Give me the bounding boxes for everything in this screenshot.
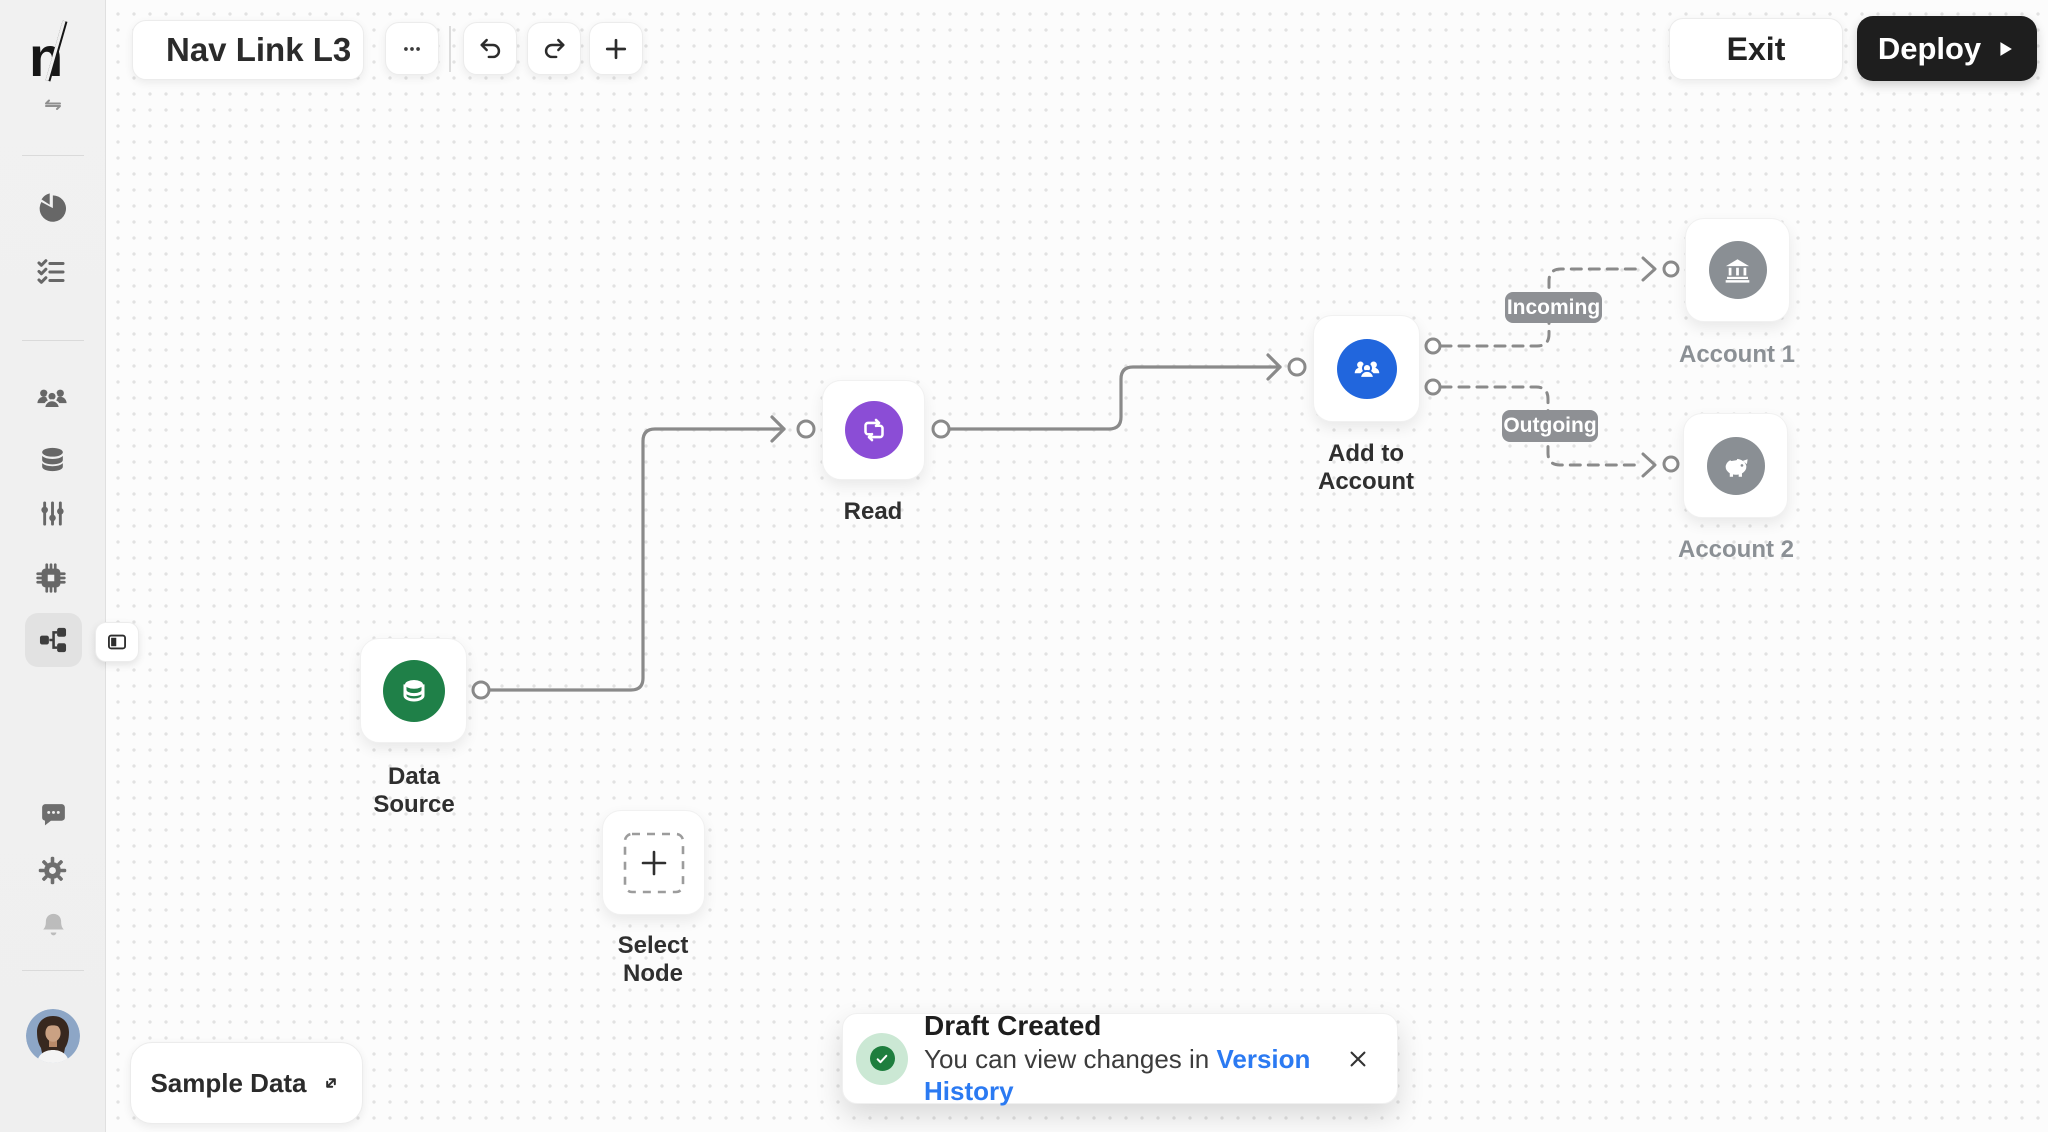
ellipsis-icon (404, 46, 420, 51)
gear-icon[interactable] (36, 854, 69, 887)
panel-layout-icon (108, 634, 126, 650)
redo-button[interactable] (527, 22, 581, 75)
node-read[interactable] (822, 380, 925, 480)
more-options-button[interactable] (385, 22, 439, 75)
users-icon[interactable] (33, 379, 71, 417)
flow-title: Nav Link L3 (166, 31, 352, 68)
flow-canvas[interactable] (106, 0, 2048, 1132)
bank-icon (1708, 241, 1767, 299)
redo-icon (544, 38, 565, 59)
node-label-account-2: Account 2 (1677, 536, 1795, 563)
sidebar-item-workflow-active[interactable] (25, 613, 82, 667)
sample-data-label: Sample Data (150, 1067, 307, 1098)
node-data-source[interactable] (360, 638, 467, 743)
node-add-to-account[interactable] (1313, 315, 1420, 422)
nav-link-title-button[interactable]: Nav Link L3 (132, 20, 364, 80)
edge-label-outgoing[interactable]: Outgoing (1502, 410, 1598, 442)
add-node-button[interactable] (589, 22, 643, 75)
chat-icon[interactable] (38, 799, 69, 830)
sidebar-divider (22, 970, 84, 971)
piggy-bank-icon (1706, 436, 1765, 495)
avatar-photo (26, 1009, 80, 1063)
success-icon (856, 1032, 908, 1085)
user-group-icon (1336, 338, 1397, 399)
user-avatar[interactable] (26, 1009, 80, 1063)
swap-squares-icon (844, 401, 903, 459)
toast-message: You can view changes in Version History (924, 1043, 1311, 1107)
sidebar-divider (22, 340, 84, 341)
undo-button[interactable] (463, 22, 517, 75)
panel-toggle-button[interactable] (95, 622, 139, 662)
node-account-1[interactable] (1685, 218, 1790, 322)
bell-icon[interactable] (38, 910, 69, 941)
chip-icon[interactable] (34, 561, 68, 595)
undo-icon (479, 38, 500, 59)
version-history-link[interactable]: Version History (924, 1043, 1311, 1107)
toast-title: Draft Created (924, 1010, 1102, 1042)
database-icon (382, 659, 445, 722)
node-account-2[interactable] (1683, 413, 1788, 518)
close-icon (1350, 1051, 1366, 1066)
pie-chart-icon[interactable] (35, 192, 69, 226)
node-label-account-1: Account 1 (1678, 341, 1796, 368)
play-icon (2000, 41, 2013, 56)
sidebar: n (0, 0, 106, 1132)
check-icon (876, 1054, 888, 1063)
node-label-read: Read (843, 498, 903, 525)
app-logo[interactable]: n (29, 20, 73, 88)
edge-label-incoming[interactable]: Incoming (1505, 292, 1602, 323)
sidebar-divider (22, 155, 84, 156)
toast-close-button[interactable] (1341, 1042, 1375, 1076)
deploy-label: Deploy (1877, 30, 1982, 66)
sliders-icon[interactable] (36, 497, 69, 530)
sample-data-button[interactable]: Sample Data (130, 1042, 363, 1124)
plus-icon (605, 38, 627, 59)
toolbar-divider (449, 26, 451, 72)
expand-icon (325, 1078, 336, 1088)
checklist-icon[interactable] (34, 255, 68, 289)
swap-arrows-icon[interactable] (41, 94, 65, 118)
exit-button[interactable]: Exit (1669, 18, 1843, 80)
workflow-icon (39, 627, 67, 653)
deploy-button[interactable]: Deploy (1857, 16, 2037, 81)
dashed-add-slot-icon (623, 832, 684, 893)
node-select-placeholder[interactable] (602, 810, 705, 915)
database-nav-icon[interactable] (37, 444, 68, 475)
toast-draft-created: Draft Created You can view changes in Ve… (842, 1010, 1398, 1106)
